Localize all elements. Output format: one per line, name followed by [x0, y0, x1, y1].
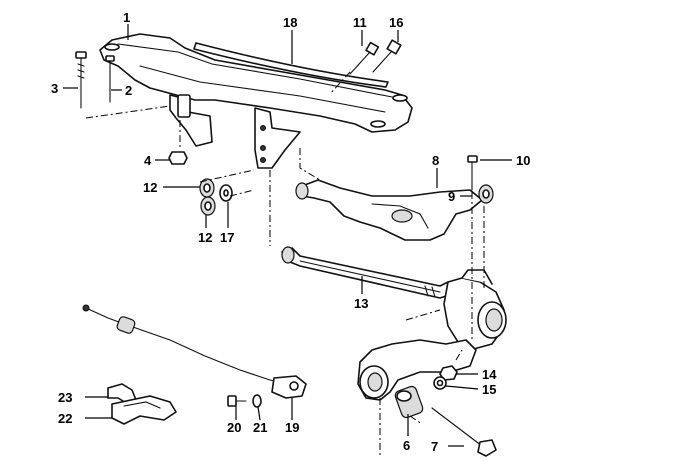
callout-15: 15 [482, 382, 496, 397]
callouts: 1 2 3 4 12 12 17 18 11 16 8 9 10 13 14 1… [51, 10, 530, 454]
callout-18: 18 [283, 15, 297, 30]
callout-22: 22 [58, 411, 72, 426]
callout-12-lower: 12 [198, 230, 212, 245]
callout-11: 11 [353, 15, 367, 30]
callout-23: 23 [58, 390, 72, 405]
seal-strip [193, 42, 389, 88]
callout-9: 9 [448, 189, 455, 204]
spacer-washer [433, 376, 447, 390]
arm-bushing [478, 184, 494, 204]
cable-holder-22 [111, 395, 177, 425]
upper-control-arm [295, 179, 483, 241]
callout-1: 1 [123, 10, 130, 25]
arm-bolt [467, 155, 478, 191]
callout-4: 4 [144, 153, 152, 168]
callout-3: 3 [51, 81, 58, 96]
rubber-bushing-lower [200, 196, 216, 216]
callout-12-upper: 12 [143, 180, 157, 195]
track-rod [281, 246, 453, 299]
mounting-bolt-11 [349, 41, 380, 75]
wishbone-bushing [394, 385, 424, 419]
wheel-carrier [443, 269, 507, 351]
rear-axle-subframe [99, 33, 413, 169]
leader-lines [63, 24, 512, 447]
lower-wishbone [357, 339, 477, 401]
self-locking-nut [439, 365, 458, 381]
callout-2: 2 [125, 83, 132, 98]
assembly-lines [85, 71, 485, 456]
callout-8: 8 [432, 153, 439, 168]
callout-21: 21 [253, 420, 267, 435]
hex-nut [168, 151, 188, 165]
rubber-bushing-upper [199, 178, 215, 198]
through-bolt [431, 407, 497, 457]
washer [219, 184, 233, 202]
callout-7: 7 [431, 439, 438, 454]
callout-14: 14 [482, 367, 497, 382]
sensor-washer [252, 394, 262, 408]
callout-16: 16 [389, 15, 403, 30]
callout-17: 17 [220, 230, 234, 245]
long-bolt [75, 51, 87, 109]
callout-19: 19 [285, 420, 299, 435]
callout-10: 10 [516, 153, 530, 168]
sensor-screw [227, 395, 247, 407]
abs-sensor-cable [82, 304, 307, 399]
short-bolt [105, 55, 115, 103]
mounting-bolt-16 [372, 39, 402, 73]
callout-20: 20 [227, 420, 241, 435]
callout-13: 13 [354, 296, 368, 311]
callout-6: 6 [403, 438, 410, 453]
